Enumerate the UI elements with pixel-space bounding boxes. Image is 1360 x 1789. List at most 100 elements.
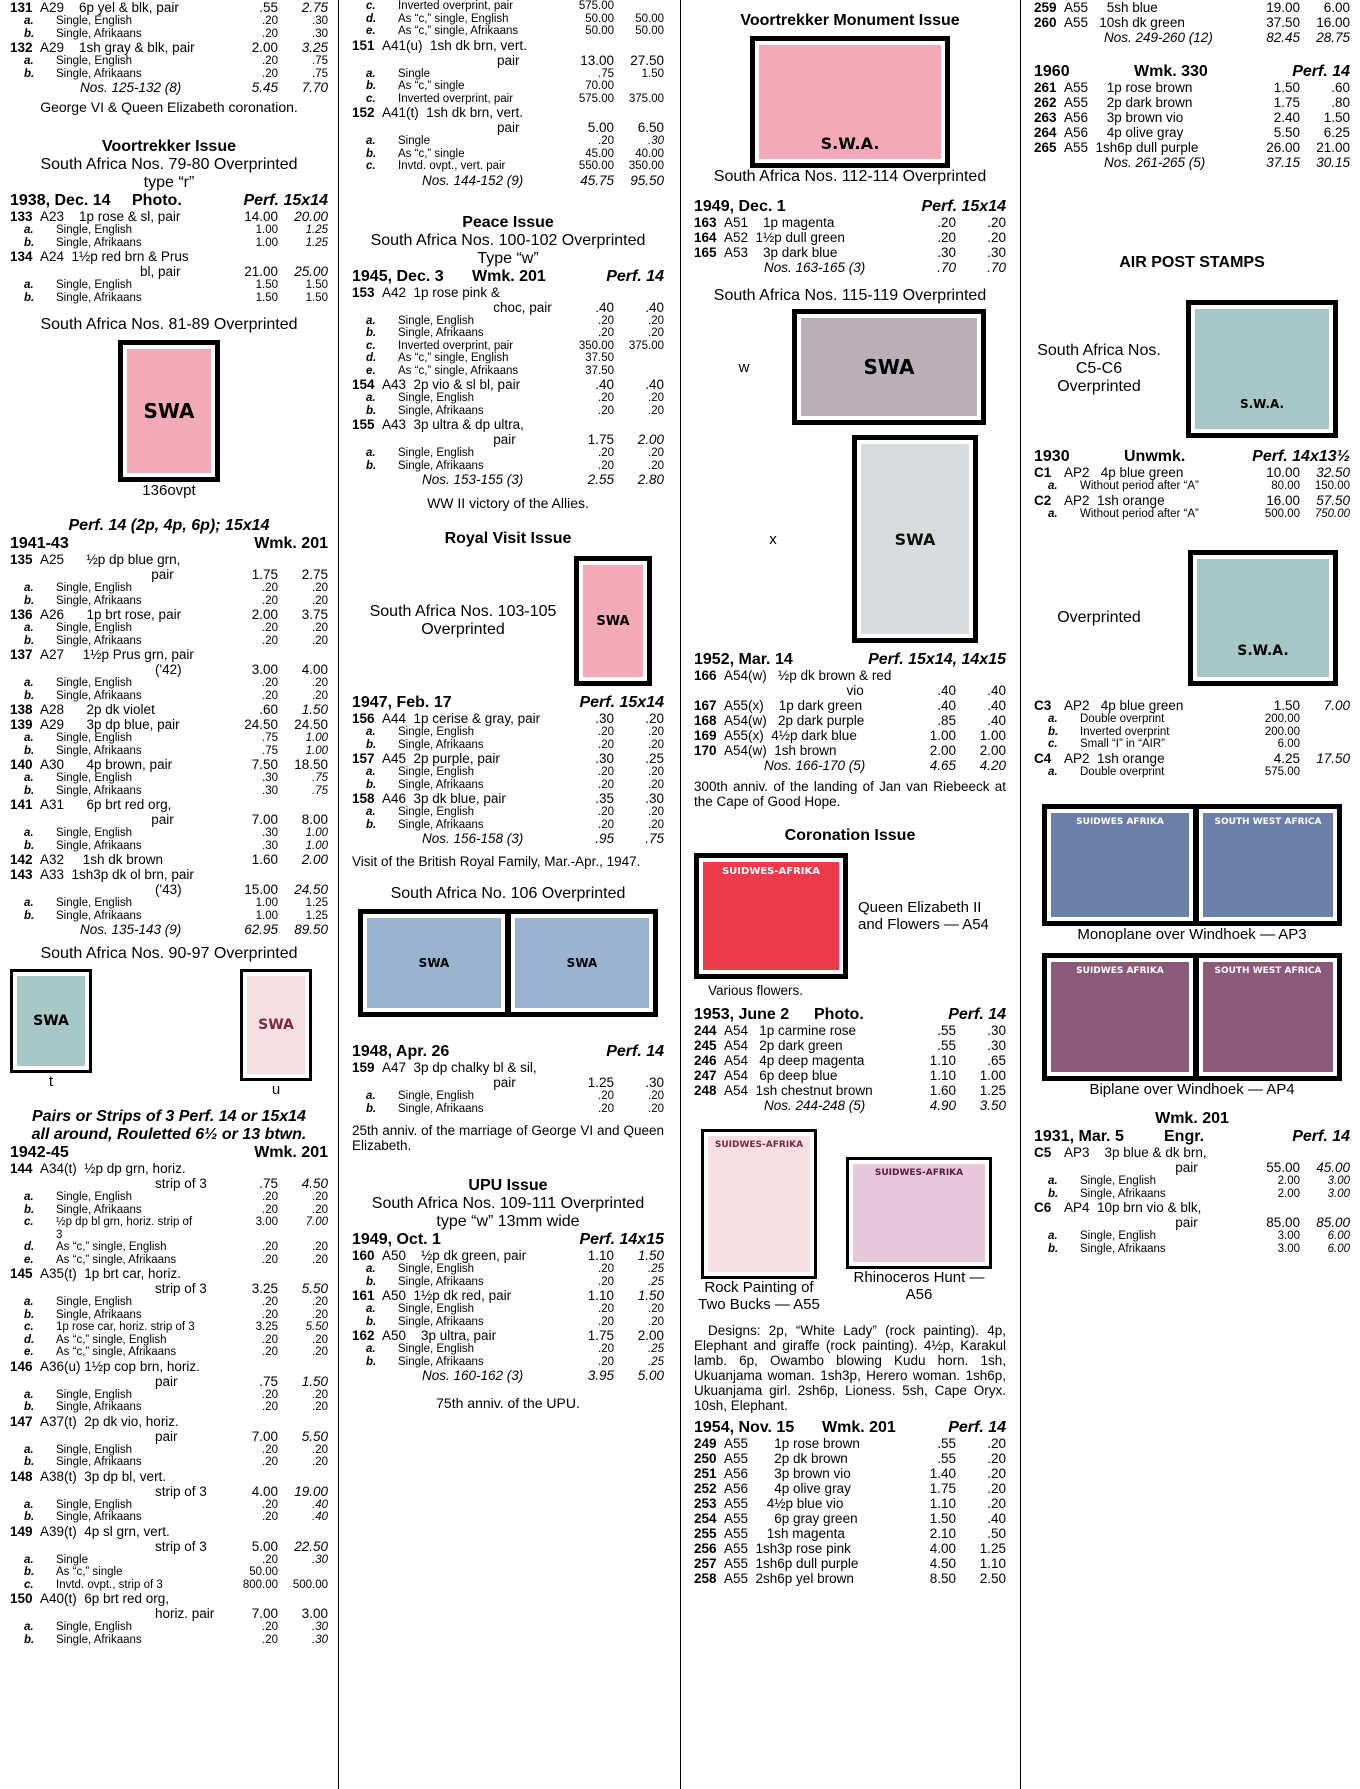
catalog-number: 156 xyxy=(352,711,375,726)
catalog-number: b. xyxy=(24,839,35,852)
catalog-number: a. xyxy=(24,1443,34,1456)
price-unused: .20 xyxy=(262,1308,278,1321)
description: A45 2p purple, pair xyxy=(382,751,500,766)
price-unused: 3.00 xyxy=(255,1216,278,1228)
description: A55 1sh6p dull purple xyxy=(1064,140,1199,155)
catalog-number: a. xyxy=(24,772,34,784)
price-unused: 1.60 xyxy=(929,1083,956,1098)
description: A28 2p dk violet xyxy=(40,702,155,717)
section-title: AIR POST STAMPS xyxy=(1119,254,1265,271)
catalog-number: C5 xyxy=(1034,1145,1052,1160)
description: Inverted overprint, pair xyxy=(398,0,514,12)
stamp-caption: u xyxy=(271,1081,281,1098)
variety-row: a.Single, English.20.20 xyxy=(10,1389,328,1402)
price-unused: .55 xyxy=(937,1023,956,1038)
price-unused: 350.00 xyxy=(578,339,614,352)
description: A55 10sh dk green xyxy=(1064,15,1185,30)
description: strip of 3 xyxy=(140,1281,207,1296)
price-unused: 37.15 xyxy=(1266,155,1300,170)
price-used: .20 xyxy=(645,711,664,726)
catalog-number xyxy=(10,1539,40,1554)
catalog-number: b. xyxy=(24,236,35,249)
price-used: 1.25 xyxy=(979,1083,1006,1098)
catalog-number: b. xyxy=(366,1275,377,1288)
price-used xyxy=(278,1566,328,1579)
price-unused: 50.00 xyxy=(585,12,614,25)
catalog-number: 257 xyxy=(694,1556,717,1571)
price-unused: .55 xyxy=(259,0,278,15)
description: Single, Afrikaans xyxy=(398,778,484,791)
price-used: .20 xyxy=(648,738,664,751)
catalog-number: 148 xyxy=(10,1468,33,1484)
description: A29 6p yel & blk, pair xyxy=(40,0,179,15)
stamp-image: SWA xyxy=(852,435,978,643)
description: Single, Afrikaans xyxy=(56,1456,142,1468)
catalog-number: b. xyxy=(24,1633,35,1646)
description: ½p dp bl grn, horiz. strip of 3 xyxy=(56,1216,193,1241)
variety-row: a.Single, English.20.20 xyxy=(352,1303,664,1316)
description: Single, Afrikaans xyxy=(56,1308,142,1321)
price-used: .65 xyxy=(987,1053,1006,1068)
price-unused: 37.50 xyxy=(1266,15,1300,30)
price-used xyxy=(614,1060,664,1075)
catalog-number xyxy=(694,260,724,275)
catalog-number: a. xyxy=(24,1191,34,1203)
price-used: .20 xyxy=(648,726,664,738)
description: A55 5sh blue xyxy=(1064,0,1158,15)
price-used: 1.25 xyxy=(979,1541,1006,1556)
catalog-number: b. xyxy=(24,291,35,304)
catalog-number: a. xyxy=(366,67,376,80)
catalog-number: C2 xyxy=(1034,492,1052,508)
catalog-number: a. xyxy=(1048,765,1058,778)
catalog-number: c. xyxy=(366,0,376,12)
description: Single, English xyxy=(56,1191,133,1203)
price-used xyxy=(614,285,664,300)
catalog-number: a. xyxy=(24,897,34,909)
catalog-number: 164 xyxy=(694,230,717,245)
catalog-number: 262 xyxy=(1034,95,1057,110)
price-used: .20 xyxy=(312,594,328,607)
catalog-number: 145 xyxy=(10,1266,33,1281)
description: A42 1p rose pink & xyxy=(382,284,500,300)
description: A54(w) 2p dark purple xyxy=(724,713,865,728)
price-unused: 2.40 xyxy=(1273,110,1300,125)
description: Single, English xyxy=(398,1343,475,1355)
price-used: 1.10 xyxy=(979,1556,1006,1571)
description: A29 3p dp blue, pair xyxy=(40,717,180,732)
price-unused: .20 xyxy=(262,1241,278,1253)
price-unused: .75 xyxy=(598,67,614,80)
price-used: 17.50 xyxy=(1316,750,1350,766)
price-used xyxy=(1300,766,1350,779)
catalog-number: 255 xyxy=(694,1526,717,1541)
price-used xyxy=(614,417,664,432)
price-unused: 1.75 xyxy=(251,567,278,582)
description: A56 3p brown vio xyxy=(724,1466,851,1481)
price-used: 3.50 xyxy=(979,1098,1006,1113)
description: A55 1p rose brown xyxy=(1064,80,1193,95)
catalog-number: 168 xyxy=(694,713,717,728)
price-unused: .60 xyxy=(259,702,278,717)
price-unused: 2.55 xyxy=(587,472,614,487)
issue-title: Voortrekker Issue xyxy=(102,138,236,155)
description: As “c,” single xyxy=(398,80,465,92)
catalog-number: C6 xyxy=(1034,1200,1052,1215)
price-unused: 5.00 xyxy=(251,1538,278,1554)
stamp-caption: Biplane over Windhoek — AP4 xyxy=(1089,1081,1295,1098)
variety-row: b.Single, Afrikaans.20.30 xyxy=(10,1634,328,1647)
price-unused: .20 xyxy=(598,447,614,459)
description: A27 1½p Prus grn, pair xyxy=(40,647,194,662)
price-used: .20 xyxy=(312,634,328,647)
price-used: .20 xyxy=(312,1203,328,1216)
price-used: .60 xyxy=(1331,80,1350,95)
price-used: .20 xyxy=(648,1315,664,1328)
description: A23 1p rose & sl, pair xyxy=(40,209,181,224)
